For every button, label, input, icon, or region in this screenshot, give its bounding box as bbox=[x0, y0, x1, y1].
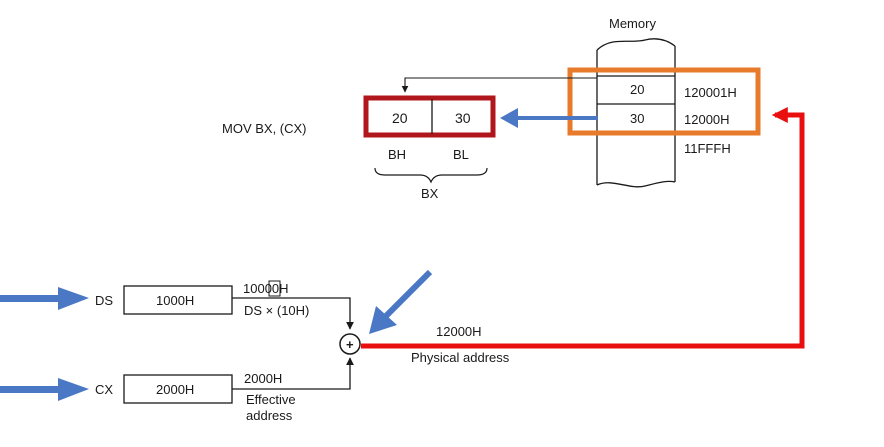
ds-label: DS bbox=[95, 293, 113, 308]
bh-label: BH bbox=[388, 147, 406, 162]
cx-to-adder-wire bbox=[232, 357, 354, 390]
bh-value: 20 bbox=[392, 110, 408, 126]
cx-label: CX bbox=[95, 382, 113, 397]
adder-pointer-shaft bbox=[383, 269, 433, 319]
ds-box bbox=[123, 285, 233, 315]
memory-cell-low-value: 30 bbox=[630, 111, 644, 126]
adder-pointer-icon bbox=[369, 306, 397, 334]
ds-value: 1000H bbox=[156, 293, 194, 308]
memory-title: Memory bbox=[609, 16, 656, 31]
effective-label-line1: Effective bbox=[246, 392, 296, 407]
cx-register: CX 2000H bbox=[95, 374, 233, 404]
memory-address-prev: 11FFFH bbox=[684, 141, 731, 156]
ds-shift-digit-box bbox=[268, 280, 281, 297]
high-byte-transfer-arrow bbox=[401, 77, 597, 93]
ds-to-adder-wire bbox=[232, 297, 354, 330]
memory-torn-bottom bbox=[596, 180, 676, 188]
bx-highlight-box bbox=[363, 95, 496, 138]
cx-effective-value: 2000H bbox=[244, 371, 282, 386]
memory-torn-top bbox=[596, 38, 676, 51]
physical-address-value: 12000H bbox=[436, 324, 482, 339]
memory-address-high: 120001H bbox=[684, 85, 737, 100]
physical-address-path bbox=[361, 106, 805, 349]
cx-pointer-icon bbox=[0, 378, 89, 401]
load-arrow-icon bbox=[500, 108, 518, 128]
ds-shifted-value: 10000H bbox=[243, 281, 289, 296]
bx-label: BX bbox=[421, 186, 439, 201]
bx-register: 20 30 BH BL BX bbox=[363, 95, 496, 201]
physical-address-label: Physical address bbox=[411, 350, 510, 365]
adder-symbol: + bbox=[346, 337, 354, 352]
bl-value: 30 bbox=[455, 110, 471, 126]
instruction-text: MOV BX, (CX) bbox=[222, 121, 307, 136]
ds-formula: DS × (10H) bbox=[244, 303, 309, 318]
adder-circle-plus-icon: + bbox=[339, 333, 361, 355]
effective-label-line2: address bbox=[246, 408, 293, 423]
memory-cell-high-value: 20 bbox=[630, 82, 644, 97]
memory-highlight-box bbox=[567, 67, 761, 136]
memory-block: Memory 20 30 120001H 12000H 11FFFH bbox=[596, 16, 737, 188]
bl-label: BL bbox=[453, 147, 469, 162]
ds-register: DS 1000H bbox=[95, 285, 233, 315]
bx-brace bbox=[374, 167, 488, 184]
memory-address-low: 12000H bbox=[684, 112, 730, 127]
ds-shifted-digit: 0 bbox=[272, 281, 279, 296]
ds-pointer-icon bbox=[0, 287, 89, 310]
cx-value: 2000H bbox=[156, 382, 194, 397]
